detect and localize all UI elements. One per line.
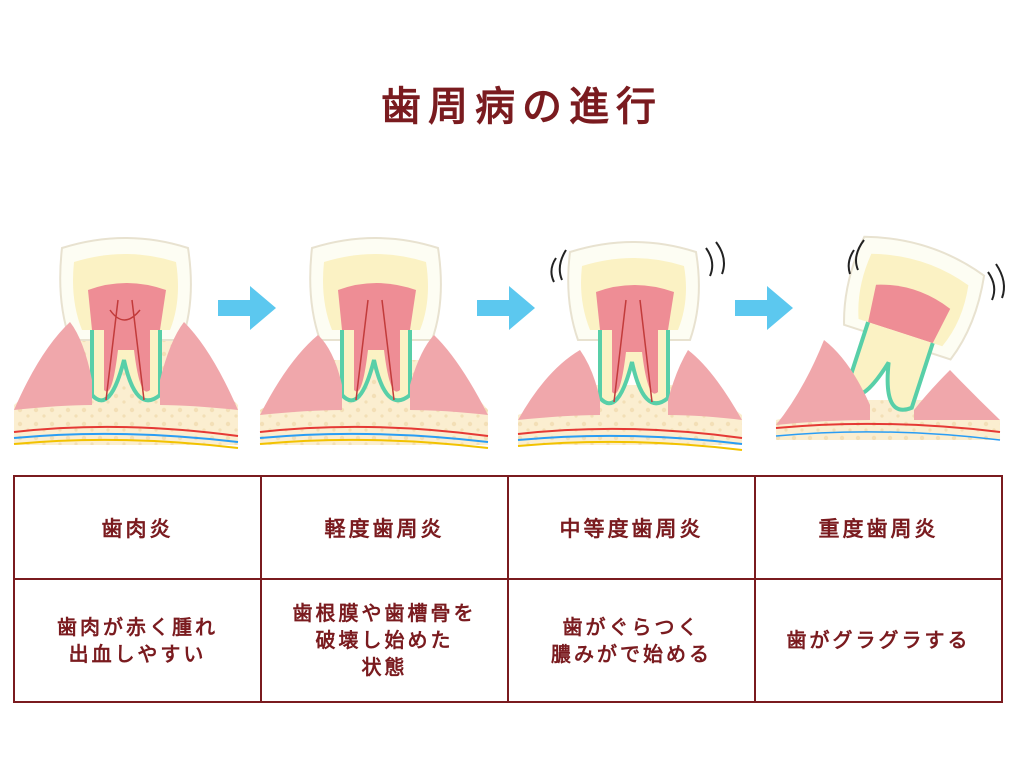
stage-name-cell: 歯肉炎 [13, 475, 262, 580]
page-title: 歯周病の進行 [381, 84, 663, 130]
arrow-right-icon [735, 286, 793, 330]
stage-description-cell: 歯がぐらつく 膿みがで始める [507, 578, 756, 703]
stage-name-cell: 重度歯周炎 [754, 475, 1003, 580]
progression-illustration [13, 235, 1005, 451]
arrow-right-icon [477, 286, 535, 330]
tooth-gingivitis-icon [13, 237, 239, 449]
stage-description-cell: 歯根膜や歯槽骨を 破壊し始めた 状態 [260, 578, 509, 703]
stage-description-cell: 歯肉が赤く腫れ 出血しやすい [13, 578, 262, 703]
stage-description-row: 歯肉が赤く腫れ 出血しやすい 歯根膜や歯槽骨を 破壊し始めた 状態 歯がぐらつく… [13, 578, 1003, 703]
stage-table: 歯肉炎 軽度歯周炎 中等度歯周炎 重度歯周炎 歯肉が赤く腫れ 出血しやすい 歯根… [13, 475, 1003, 703]
stage-name-cell: 中等度歯周炎 [507, 475, 756, 580]
tooth-moderate-periodontitis-icon [517, 241, 743, 451]
stage-name-row: 歯肉炎 軽度歯周炎 中等度歯周炎 重度歯周炎 [13, 475, 1003, 580]
stage-description-cell: 歯がグラグラする [754, 578, 1003, 703]
tooth-mild-periodontitis-icon [259, 237, 489, 449]
tooth-severe-periodontitis-icon [775, 235, 1005, 441]
stage-name-cell: 軽度歯周炎 [260, 475, 509, 580]
arrow-right-icon [218, 286, 276, 330]
